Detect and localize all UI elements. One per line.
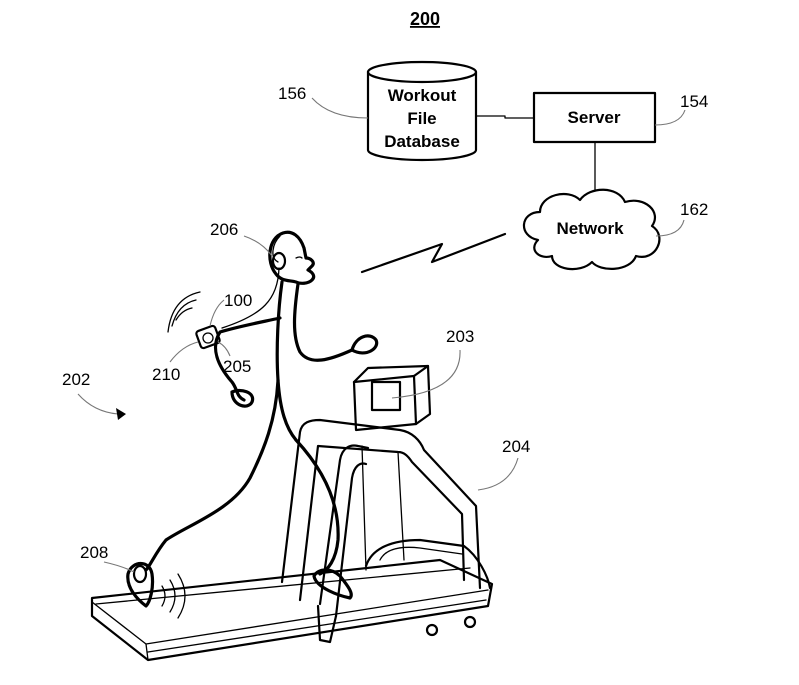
network-cloud: Network — [522, 188, 661, 271]
device-right-ref: 205 — [223, 357, 251, 376]
network-ref: 162 — [680, 200, 708, 219]
figure-number: 200 — [410, 9, 440, 29]
database-leader — [311, 97, 369, 119]
database-label-line2: File — [407, 109, 436, 128]
left-foot — [126, 561, 155, 608]
device-right-leader — [217, 341, 231, 357]
device-leader — [209, 299, 225, 327]
database-label-line1: Workout — [388, 86, 457, 105]
wireless-bolt-icon — [360, 232, 507, 274]
runner-head-ref: 206 — [210, 220, 238, 239]
treadmill-ref: 204 — [502, 437, 530, 456]
foot-sensor-leader — [103, 561, 135, 573]
display-leader — [391, 349, 461, 399]
network-leader — [655, 219, 685, 237]
device-left-ref: 210 — [152, 365, 180, 384]
server-leader — [654, 109, 686, 126]
device-ref: 100 — [224, 291, 252, 310]
runner-head — [268, 230, 316, 285]
database-label-line3: Database — [384, 132, 460, 151]
database-ref: 156 — [278, 84, 306, 103]
server-box: Server — [532, 91, 657, 144]
armband-device — [195, 324, 221, 350]
treadmill — [90, 418, 494, 662]
treadmill-leader — [477, 457, 519, 491]
device-left-leader — [169, 341, 199, 363]
system-arrow-icon — [116, 408, 126, 420]
earphone-wire — [221, 267, 280, 329]
server-ref: 154 — [680, 92, 708, 111]
workout-file-database: Workout File Database — [366, 60, 478, 162]
db-server-link — [475, 115, 535, 119]
system-leader — [77, 393, 119, 415]
display-ref: 203 — [446, 327, 474, 346]
foot-sensor-ref: 208 — [80, 543, 108, 562]
runner-body — [144, 280, 379, 576]
foot-signal-icon — [161, 573, 186, 619]
device-signal-icon — [167, 291, 201, 333]
right-foot — [312, 568, 353, 600]
runner-head-leader — [243, 235, 273, 257]
treadmill-display — [352, 364, 432, 432]
system-ref: 202 — [62, 370, 90, 389]
server-label: Server — [568, 108, 621, 127]
network-label: Network — [556, 219, 624, 238]
